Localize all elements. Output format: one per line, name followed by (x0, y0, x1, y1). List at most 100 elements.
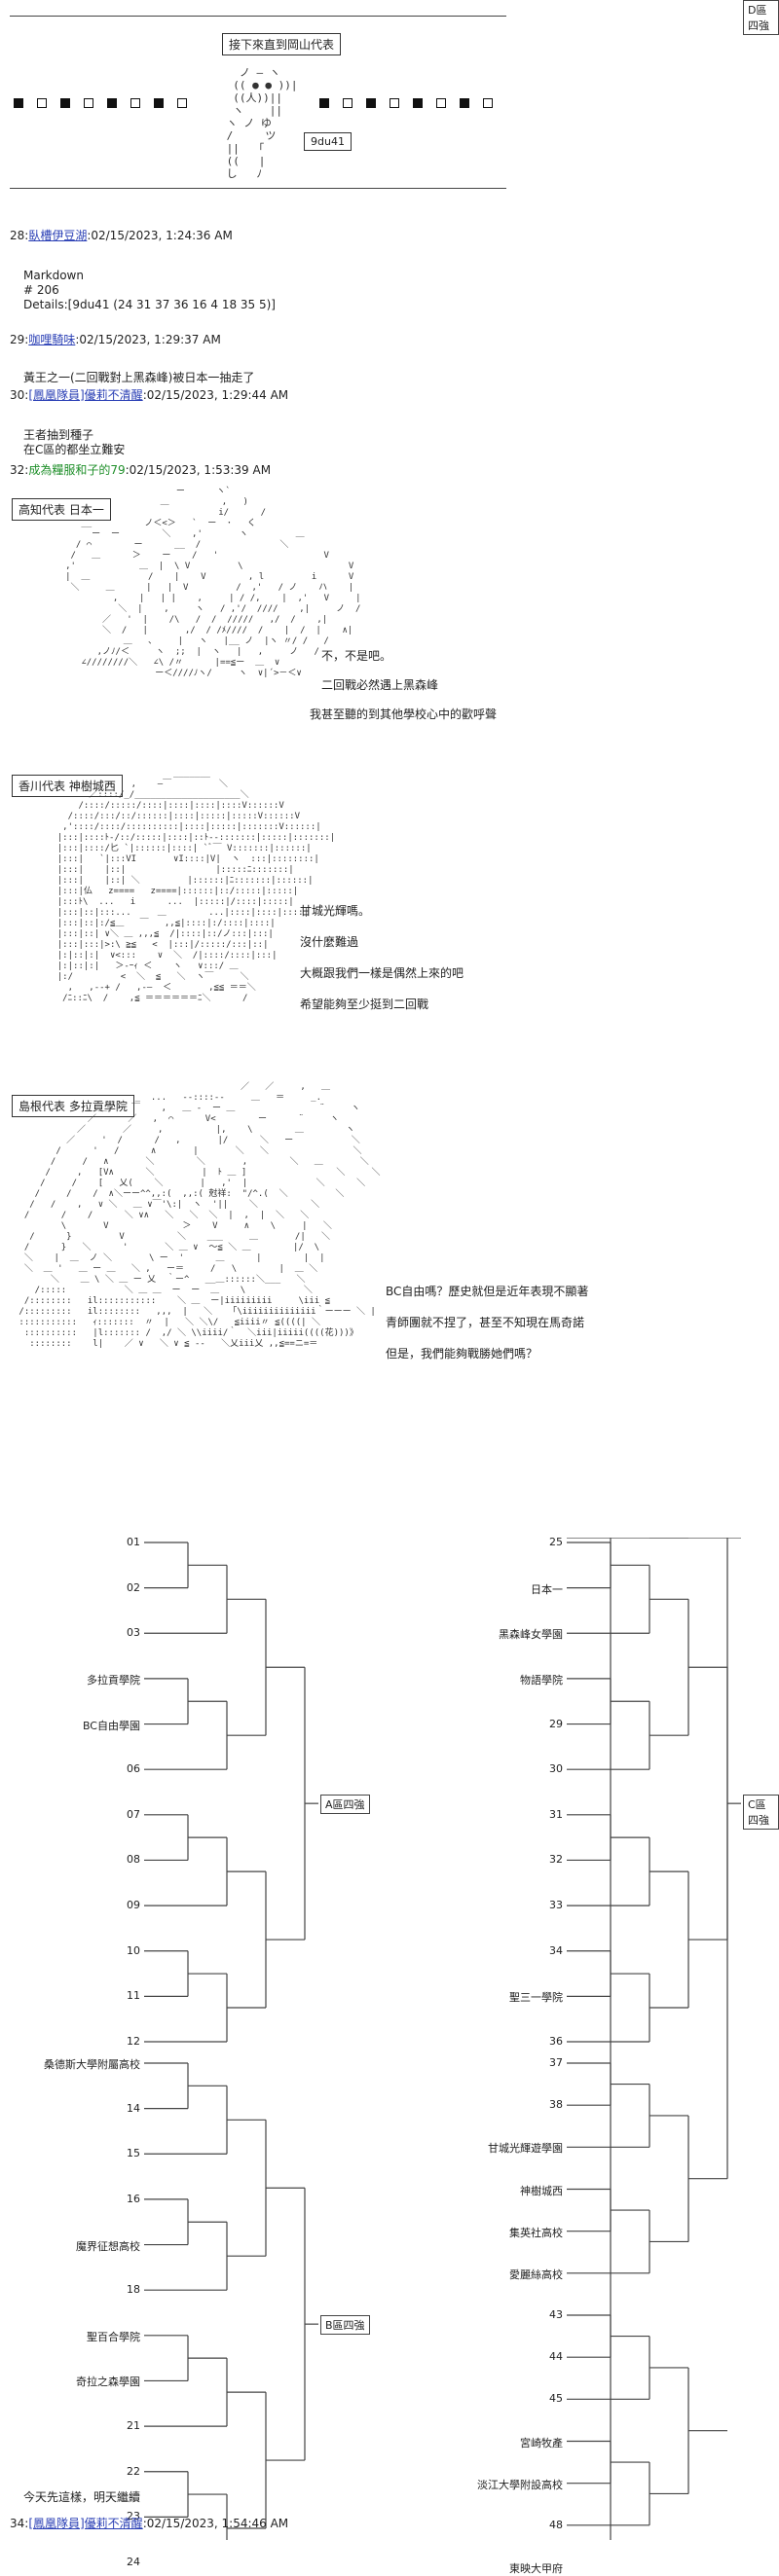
bracket-a-entry: 02 (127, 1580, 140, 1594)
bracket-d-entry: 愛麗絲高校 (509, 2268, 563, 2281)
post-line: Details:[9du41 (24 31 37 36 16 4 18 35 5… (23, 298, 276, 311)
bracket-b-entry: 23 (127, 2510, 140, 2523)
scene-1-line: 我甚至聽的到其他學校心中的歡呼聲 (310, 707, 498, 721)
bracket-a-entry: 11 (127, 1989, 140, 2003)
bracket-c-entry: 日本一 (531, 1582, 563, 1596)
top-rule (10, 16, 506, 17)
square-marker (319, 98, 329, 108)
post-number: 28: (10, 229, 29, 242)
square-marker (60, 98, 70, 108)
scene-2-line: 甘城光輝嗎。 (300, 904, 371, 918)
poster-name-link[interactable]: [鳳凰隊員]優莉不清醒 (28, 2517, 143, 2530)
bracket-b-entry: 15 (127, 2147, 140, 2160)
post-32-head: 32:成為糧服和子的79:02/15/2023, 1:53:39 AM (10, 461, 271, 478)
bracket-a-entry: 12 (127, 2035, 140, 2048)
bracket-d-entry: 甘城光輝遊學園 (488, 2142, 563, 2156)
bracket-c-entry: 34 (549, 1943, 563, 1957)
post-number: 29: (10, 333, 29, 346)
bracket-c-label: C區四強 (743, 1795, 779, 1831)
bracket-a-entry: 06 (127, 1762, 140, 1776)
poster-name-link[interactable]: 臥槽伊豆湖 (28, 229, 88, 242)
bracket-b-entry: 魔界征想高校 (76, 2239, 140, 2253)
square-marker (436, 98, 446, 108)
bracket-d-entry: 38 (549, 2098, 563, 2112)
post-date: :02/15/2023, 1:54:46 AM (142, 2517, 289, 2530)
square-marker (130, 98, 140, 108)
bracket-b-entry: 聖百合學院 (87, 2330, 140, 2343)
square-marker (177, 98, 187, 108)
bracket-a-entry: 10 (127, 1943, 140, 1957)
poster-name-link[interactable]: 咖哩騎味 (28, 333, 76, 346)
bracket-c-entry: 聖三一學院 (509, 1991, 563, 2005)
square-marker (390, 98, 399, 108)
square-marker (413, 98, 423, 108)
bracket-a-entry: 07 (127, 1807, 140, 1821)
bracket-d-entry: 43 (549, 2308, 563, 2321)
square-marker (366, 98, 376, 108)
bracket-a-entry: 08 (127, 1853, 140, 1867)
bracket-d-entry: 宮崎牧產 (520, 2436, 563, 2449)
square-marker (84, 98, 93, 108)
poster-name-link[interactable]: [鳳凰隊員]優莉不清醒 (28, 388, 143, 402)
scene-2-line: 希望能夠至少挺到二回戰 (300, 998, 429, 1011)
post-line: 在C區的都坐立難安 (23, 443, 126, 456)
post-34-head: 34:[鳳凰隊員]優莉不清醒:02/15/2023, 1:54:46 AM (10, 2515, 288, 2531)
scene-3-line: BC自由嗎？歷史就但是近年表現不顯著 (386, 1285, 589, 1298)
bracket-b-entry: 18 (127, 2283, 140, 2297)
bracket-d-entry: 神樹城西 (520, 2184, 563, 2197)
scene-1-aa: ー ヽ` ＿ , ) i/ / __ ノ＜<＞ ` ー ･ く ー ー ＼ ,'… (65, 487, 361, 678)
bracket-c-entry: 物語學院 (520, 1673, 563, 1687)
tournament-bracket (144, 1538, 741, 2540)
bracket-d-label: D區四強 (743, 0, 779, 35)
bracket-d-entry: 淡江大學附設高校 (477, 2478, 563, 2491)
post-line: 王者抽到種子 (23, 428, 94, 442)
square-marker (343, 98, 352, 108)
scene-3-label: 島根代表 多拉貢學院 (12, 1095, 134, 1117)
post-line: Markdown (23, 269, 84, 282)
scene-3-line: 青師團就不捏了，甚至不知現在馬奇諾 (386, 1316, 585, 1329)
square-marker (37, 98, 47, 108)
square-marker (460, 98, 469, 108)
post-number: 34: (10, 2517, 29, 2530)
header-tag: 9du41 (304, 132, 352, 151)
scene-1-label: 高知代表 日本一 (12, 498, 111, 521)
post-date: :02/15/2023, 1:53:39 AM (125, 463, 272, 477)
post-30-head: 30:[鳳凰隊員]優莉不清醒:02/15/2023, 1:29:44 AM (10, 386, 288, 403)
post-date: :02/15/2023, 1:29:44 AM (142, 388, 289, 402)
header-bottom-rule (10, 188, 506, 189)
footer-note: 今天先這樣，明天繼續 (23, 2490, 141, 2504)
post-line: # 206 (23, 283, 59, 297)
post-29-head: 29:咖哩騎味:02/15/2023, 1:29:37 AM (10, 331, 221, 347)
scene-3-aa: ／ ／ , ＿ _ ... --::::-- ＿ ＝ _. ＿ ー ￣ , ＿ … (19, 1082, 381, 1349)
bracket-a-entry: 01 (127, 1536, 140, 1548)
poster-name-link[interactable]: 成為糧服和子的79 (28, 463, 126, 477)
scene-1-line: 不，不是吧。 (321, 649, 392, 663)
post-date: :02/15/2023, 1:29:37 AM (75, 333, 221, 346)
bracket-c-entry: 31 (549, 1807, 563, 1821)
bracket-b-entry: 桑德斯大學附屬高校 (44, 2058, 140, 2071)
post-line: 黃王之一(二回戰對上黑森峰)被日本一抽走了 (23, 371, 255, 384)
square-marker (154, 98, 164, 108)
bracket-b-entry: 22 (127, 2464, 140, 2478)
bracket-a-entry: 03 (127, 1626, 140, 1640)
bracket-c-entry: 33 (549, 1899, 563, 1912)
square-marker (14, 98, 23, 108)
header-caption: 接下來直到岡山代表 (222, 33, 342, 55)
post-number: 30: (10, 388, 29, 402)
bracket-b-entry: 21 (127, 2419, 140, 2433)
post-date: :02/15/2023, 1:24:36 AM (87, 229, 233, 242)
scene-1-line: 二回戰必然遇上黑森峰 (321, 678, 439, 692)
scene-2-line: 沒什麼難過 (300, 935, 359, 949)
scene-2-aa: _______ , ―￣ ＼ ／::::/_/_________________… (56, 769, 336, 1003)
bracket-c-entry: 29 (549, 1717, 563, 1730)
bracket-d-entry: 48 (549, 2518, 563, 2531)
bracket-d-entry: 東映大甲府 (509, 2562, 563, 2575)
bracket-a-entry: BC自由學園 (82, 1719, 140, 1732)
bracket-d-entry: 45 (549, 2392, 563, 2406)
bracket-b-entry: 24 (127, 2556, 140, 2568)
bracket-c-entry: 32 (549, 1853, 563, 1867)
bracket-d-entry: 37 (549, 2056, 563, 2069)
bracket-c-entry: 30 (549, 1762, 563, 1776)
scene-2-line: 大概跟我們一樣是偶然上來的吧 (300, 966, 464, 980)
